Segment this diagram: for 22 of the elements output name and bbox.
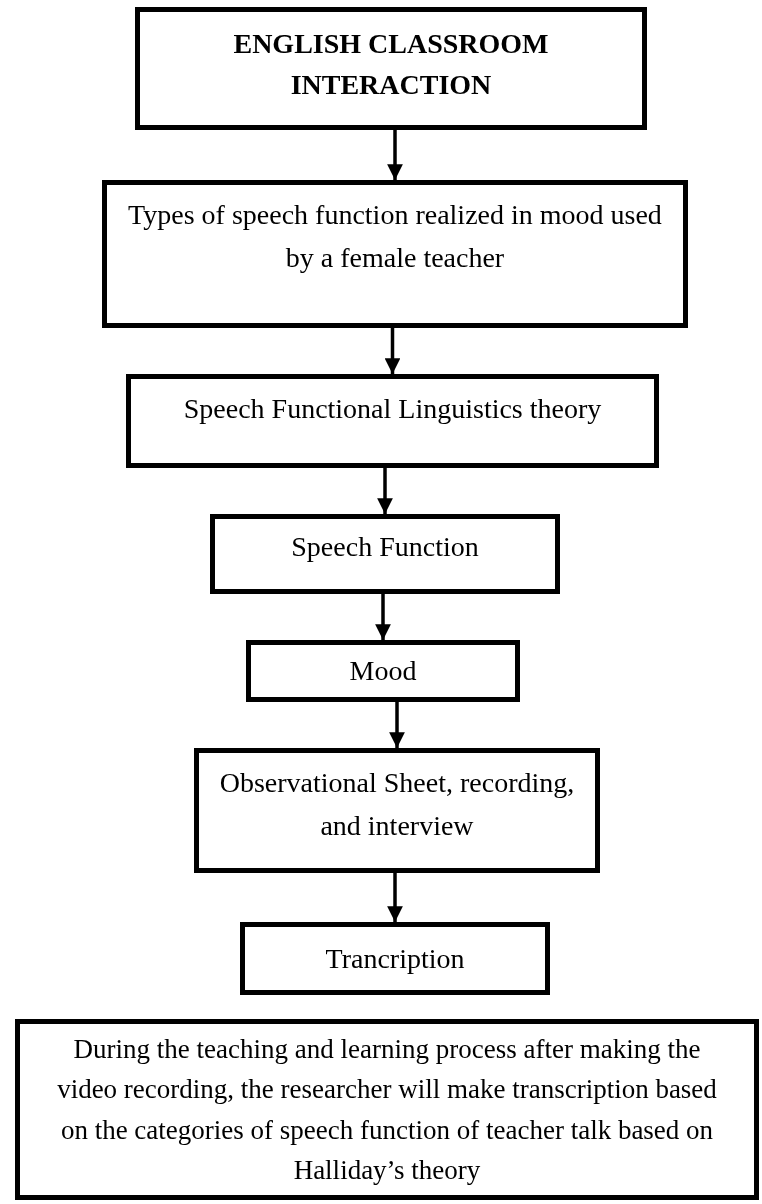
- title-box: [135, 7, 647, 130]
- process-box: [126, 374, 659, 468]
- box-text: Speech Functional Linguistics theory: [183, 392, 602, 426]
- process-box: [210, 514, 560, 594]
- arrow: [387, 130, 403, 180]
- arrow: [389, 702, 405, 748]
- arrow: [377, 468, 393, 514]
- box-text: Observational Sheet, recording, and interview: [218, 766, 576, 844]
- process-box: [240, 922, 550, 995]
- process-box: [246, 640, 520, 702]
- arrow: [384, 328, 401, 374]
- box-text: Mood: [349, 654, 417, 689]
- box-text: Speech Function: [291, 530, 479, 564]
- process-box: [102, 180, 688, 328]
- box-text: During the teaching and learning process after making the video recording, the researcher will make transcription based on the categories of speech function of teacher talk based on Halliday’s theory: [56, 1032, 718, 1187]
- heading-text: ENGLISH CLASSROOM INTERACTION: [232, 27, 550, 102]
- box-text: Trancription: [325, 941, 465, 976]
- arrow: [375, 594, 391, 640]
- process-box: [194, 748, 600, 873]
- process-box: [15, 1019, 759, 1200]
- arrow: [387, 873, 403, 922]
- box-text: Types of speech function realized in mood used by a female teacher: [127, 198, 663, 276]
